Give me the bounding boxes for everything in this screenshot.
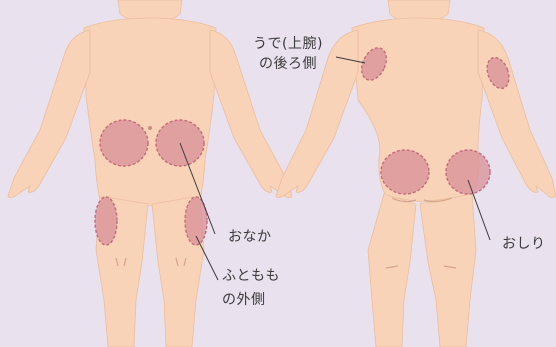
label-thigh: ふともも の外側 bbox=[222, 266, 280, 310]
label-upper-arm: うで(上腕) の後ろ側 bbox=[253, 34, 323, 74]
front-figure-torso bbox=[84, 18, 216, 206]
label-upper-arm-line1: うで(上腕) bbox=[253, 34, 323, 54]
label-thigh-line1: ふともも bbox=[222, 266, 280, 286]
label-thigh-line2: の外側 bbox=[222, 290, 280, 310]
label-upper-arm-line2: の後ろ側 bbox=[253, 54, 323, 74]
injection-site-thigh-left bbox=[95, 197, 117, 245]
injection-site-buttock-left bbox=[381, 150, 429, 194]
injection-site-abdomen-left bbox=[100, 120, 148, 166]
label-buttocks: おしり bbox=[502, 234, 546, 254]
injection-site-buttock-right bbox=[446, 150, 490, 194]
navel bbox=[148, 126, 152, 130]
front-figure-arm-left bbox=[8, 30, 90, 198]
back-figure-leg-left bbox=[368, 194, 416, 347]
back-figure-leg-right bbox=[420, 194, 476, 347]
label-abdomen: おなか bbox=[228, 227, 272, 247]
